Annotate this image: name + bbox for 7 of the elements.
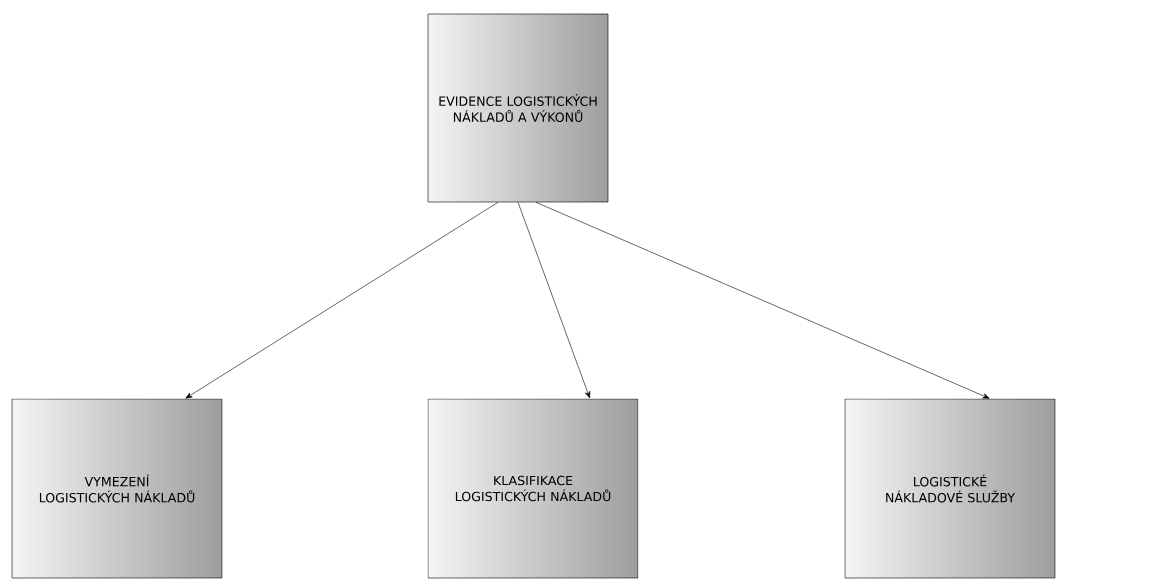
arrow xyxy=(185,202,499,399)
process-box: VYMEZENÍ LOGISTICKÝCH NÁKLADŮ xyxy=(11,398,223,579)
process-box: KLASIFIKACE LOGISTICKÝCH NÁKLADŮ xyxy=(427,398,639,579)
process-box: LOGISTICKÉ NÁKLADOVÉ SLUŽBY xyxy=(844,398,1056,579)
process-box: EVIDENCE LOGISTICKÝCH NÁKLADŮ A VÝKONŮ xyxy=(427,13,609,203)
arrow xyxy=(535,202,990,399)
arrow xyxy=(517,202,591,399)
